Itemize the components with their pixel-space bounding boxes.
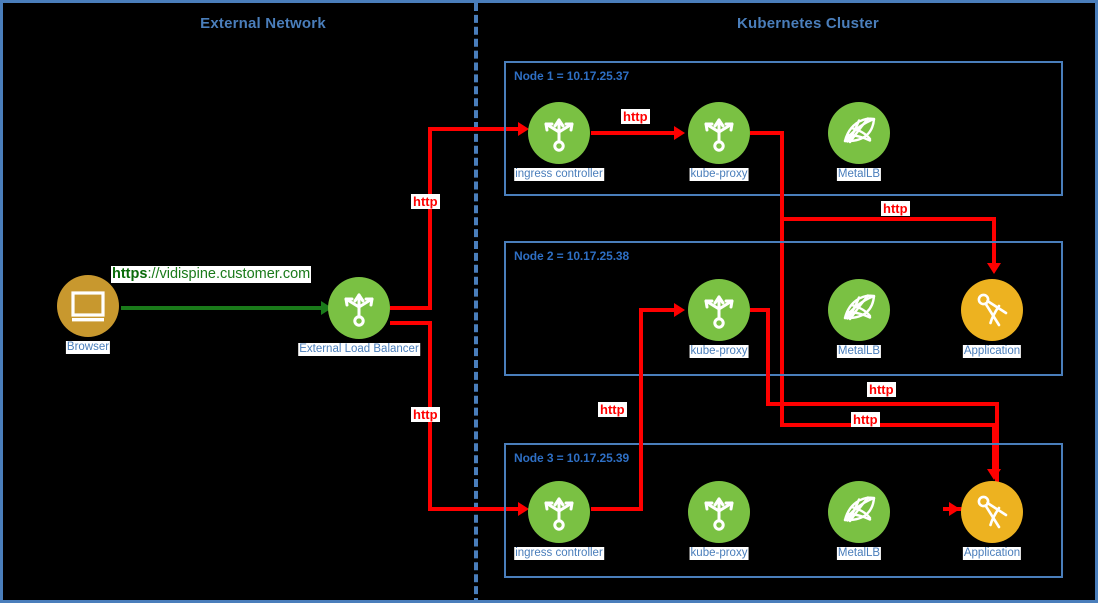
http-label-lb-to-node1: http <box>411 194 440 209</box>
http-label-lb-to-node3: http <box>411 407 440 422</box>
arrow-https-into-lb <box>321 301 332 315</box>
node-node2-application-caption: Application <box>962 345 1022 358</box>
node-node1-ingress-controller[interactable]: ingress controller <box>514 102 604 181</box>
edge-http-node1-proxy-out-stub <box>750 131 784 135</box>
node-node3-kube-proxy[interactable]: kube-proxy <box>688 481 750 560</box>
edge-http-node1-proxy-trunk-vertical <box>780 131 784 427</box>
edge-http-node2-proxy-out-stub <box>750 308 770 312</box>
url-label-https: https://vidispine.customer.com <box>111 266 312 283</box>
node-node3-ingress-controller[interactable]: ingress controller <box>514 481 604 560</box>
arrow-http-into-node1-kube-proxy <box>674 126 685 140</box>
router-trident-icon <box>688 481 750 543</box>
node-node1-kube-proxy[interactable]: kube-proxy <box>688 102 750 181</box>
compass-icon <box>961 481 1023 543</box>
edge-http-node1-proxy-to-node2-app-horizontal <box>780 217 996 221</box>
router-trident-icon <box>688 279 750 341</box>
node-node2-kube-proxy-caption: kube-proxy <box>689 345 749 358</box>
edge-http-node3-ingress-out-stub <box>591 507 643 511</box>
node-node3-metallb-caption: MetalLB <box>836 547 882 560</box>
mesh-net-icon <box>828 481 890 543</box>
arrow-http-into-node3-application-from-node2 <box>949 502 960 516</box>
arrow-http-into-node2-application <box>987 263 1001 274</box>
zone-title-external-network: External Network <box>200 15 326 32</box>
node-node3-application-caption: Application <box>962 547 1022 560</box>
arrow-http-into-node1-ingress <box>518 122 529 136</box>
node-node2-kube-proxy[interactable]: kube-proxy <box>688 279 750 358</box>
http-label-node3-ingress-to-node2-proxy: http <box>598 402 627 417</box>
arrow-http-into-node2-kube-proxy <box>674 303 685 317</box>
arrow-http-into-node3-application-from-node1 <box>987 469 1001 480</box>
router-trident-icon <box>328 277 390 339</box>
node-external-load-balancer[interactable]: External Load Balancer <box>298 277 420 356</box>
node-browser-caption: Browser <box>65 341 111 354</box>
node-label-node1: Node 1 = 10.17.25.37 <box>514 69 630 83</box>
node-label-node2: Node 2 = 10.17.25.38 <box>514 249 630 263</box>
http-label-node1-ingress-to-proxy: http <box>621 109 650 124</box>
node-node1-metallb-caption: MetalLB <box>836 168 882 181</box>
router-trident-icon <box>528 481 590 543</box>
edge-http-node3-ingress-to-node2-proxy-vertical <box>639 308 643 511</box>
edge-http-node2-proxy-to-node3-app-horizontal <box>766 402 999 406</box>
edge-http-node1-proxy-to-node3-app-vertical <box>992 423 996 471</box>
url-scheme: https <box>112 266 148 282</box>
edge-http-lb-down-stub <box>390 321 432 325</box>
compass-icon <box>961 279 1023 341</box>
mesh-net-icon <box>828 102 890 164</box>
monitor-icon <box>57 275 119 337</box>
edge-http-lb-to-node3-horizontal <box>428 507 518 511</box>
http-label-node2-proxy-to-node3-app: http <box>867 382 896 397</box>
node-node3-metallb[interactable]: MetalLB <box>828 481 890 560</box>
edge-http-node2-proxy-elbow-vertical <box>995 402 999 507</box>
node-browser[interactable]: Browser <box>57 275 119 354</box>
node-node2-metallb[interactable]: MetalLB <box>828 279 890 358</box>
edge-http-node3-ingress-to-node2-proxy-horizontal <box>639 308 674 312</box>
router-trident-icon <box>688 102 750 164</box>
network-boundary-divider <box>474 3 478 600</box>
edge-http-lb-up-stub <box>390 306 432 310</box>
node-node2-application[interactable]: Application <box>961 279 1023 358</box>
node-box-node3: Node 3 = 10.17.25.39 <box>504 443 1063 578</box>
node-node2-metallb-caption: MetalLB <box>836 345 882 358</box>
node-node3-kube-proxy-caption: kube-proxy <box>689 547 749 560</box>
router-trident-icon <box>528 102 590 164</box>
edge-http-node1-proxy-to-node3-app-horizontal <box>780 423 996 427</box>
node-label-node3: Node 3 = 10.17.25.39 <box>514 451 630 465</box>
edge-http-node2-proxy-down-vertical <box>766 308 770 406</box>
edge-http-node1-ingress-to-proxy <box>591 131 674 135</box>
node-node1-metallb[interactable]: MetalLB <box>828 102 890 181</box>
node-node3-ingress-controller-caption: ingress controller <box>514 547 604 560</box>
mesh-net-icon <box>828 279 890 341</box>
arrow-http-into-node3-ingress <box>518 502 529 516</box>
http-label-node1-proxy-to-node2-app: http <box>881 201 910 216</box>
edge-http-lb-to-node1-horizontal <box>428 127 518 131</box>
node-box-node2: Node 2 = 10.17.25.38 <box>504 241 1063 376</box>
zone-title-kubernetes-cluster: Kubernetes Cluster <box>737 15 879 32</box>
node-node1-kube-proxy-caption: kube-proxy <box>689 168 749 181</box>
node-node3-application[interactable]: Application <box>961 481 1023 560</box>
http-label-node1-proxy-to-node3-app: http <box>851 412 880 427</box>
node-external-load-balancer-caption: External Load Balancer <box>298 343 420 356</box>
url-host: ://vidispine.customer.com <box>147 266 311 282</box>
node-node1-ingress-controller-caption: ingress controller <box>514 168 604 181</box>
edge-http-lb-to-node1-vertical <box>428 127 432 310</box>
edge-https-browser-to-lb <box>121 306 321 310</box>
